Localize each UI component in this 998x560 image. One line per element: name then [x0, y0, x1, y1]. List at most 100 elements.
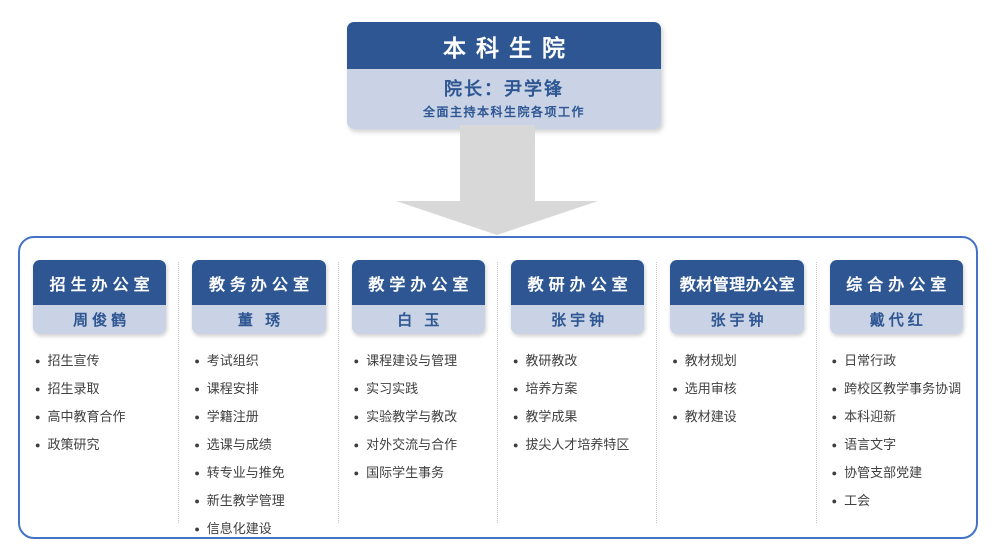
bullet-icon: ● — [512, 384, 519, 394]
duty-label: 学籍注册 — [206, 409, 259, 424]
duty-item: ● 选课与成绩 — [194, 436, 325, 455]
bullet-icon: ● — [353, 468, 360, 478]
bullet-icon: ● — [353, 384, 360, 394]
bullet-icon: ● — [194, 468, 200, 478]
duty-label: 新生教学管理 — [206, 493, 285, 508]
duty-item: ● 拔尖人才培养特区 — [513, 436, 644, 455]
duty-label: 对外交流与合作 — [366, 437, 458, 452]
bullet-icon: ● — [672, 412, 678, 422]
dept-header: 招生办公室 — [33, 260, 167, 305]
bullet-icon: ● — [512, 440, 519, 450]
bullet-icon: ● — [35, 440, 41, 450]
duty-item: ●信息化建设 — [194, 520, 325, 539]
dept-head-name: 白 玉 — [351, 305, 485, 334]
dept-head-name: 张宇钟 — [510, 305, 645, 334]
bullet-icon: ● — [194, 384, 200, 394]
bullet-icon: ● — [194, 524, 200, 534]
duty-item: ● 考试组织 — [194, 352, 325, 371]
dept-head-name: 戴代红 — [829, 305, 963, 334]
duty-item: ●招生宣传 — [35, 352, 166, 371]
bullet-icon: ● — [194, 440, 200, 450]
duty-item: ● 国际学生事务 — [354, 464, 485, 483]
org-title: 本科生院 — [347, 22, 661, 69]
dept-head-name: 周俊鹤 — [33, 305, 167, 334]
duty-item: ● 新生教学管理 — [194, 492, 325, 511]
duty-label: 政策研究 — [47, 437, 100, 452]
duty-label: 招生录取 — [47, 381, 100, 396]
duty-item: ●语言文字 — [832, 436, 963, 455]
dept-column: 教学办公室 白 玉 ●课程建设与管理●实习实践●实验教学与教改●对外交流与合作●… — [339, 238, 499, 537]
dept-card: 综合办公室 戴代红 — [829, 260, 963, 334]
bullet-icon: ● — [353, 356, 360, 366]
duty-label: 选用审核 — [684, 381, 737, 396]
duty-label: 实验教学与教改 — [366, 409, 458, 424]
duty-item: ● 工会 — [832, 492, 963, 511]
bullet-icon: ● — [194, 356, 200, 366]
dept-header: 教务办公室 — [192, 260, 326, 305]
duty-item: ●本科迎新 — [832, 408, 963, 427]
duty-label: 拔尖人才培养特区 — [525, 437, 630, 452]
duty-label: 选课与成绩 — [206, 437, 272, 452]
dept-header: 教材管理办公室 — [670, 260, 804, 305]
dept-column: 教务办公室 董 琇 ●考试组织●课程安排●学籍注册●选课与成绩●转专业与推免●新… — [179, 238, 339, 539]
duty-label: 跨校区教学事务协调 — [844, 381, 962, 396]
dept-header: 综合办公室 — [829, 260, 963, 305]
down-arrow-icon — [396, 125, 598, 235]
duty-item: ● 学籍注册 — [194, 408, 325, 427]
duty-list: ●考试组织●课程安排●学籍注册●选课与成绩●转专业与推免●新生教学管理●信息化建… — [192, 352, 325, 539]
duty-label: 课程安排 — [206, 381, 259, 396]
bullet-icon: ● — [672, 384, 678, 394]
org-title-box: 本科生院 院长：尹学锋 全面主持本科生院各项工作 — [347, 22, 661, 129]
duty-label: 培养方案 — [525, 381, 578, 396]
leader-name: 院长：尹学锋 — [444, 79, 564, 99]
duty-item: ● 选用审核 — [672, 380, 803, 399]
duty-label: 教研教改 — [525, 353, 578, 368]
bullet-icon: ● — [831, 468, 838, 478]
dept-header: 教学办公室 — [351, 260, 485, 305]
duty-label: 协管支部党建 — [844, 465, 923, 480]
duty-item: ● 课程安排 — [194, 380, 325, 399]
duty-item: ●教学成果 — [513, 408, 644, 427]
duty-label: 语言文字 — [844, 437, 897, 452]
bullet-icon: ● — [831, 356, 838, 366]
duty-list: ●日常行政●跨校区教学事务协调●本科迎新●语言文字●协管支部党建●工会 — [830, 352, 963, 511]
bullet-icon: ● — [35, 412, 41, 422]
dept-card: 教研办公室 张宇钟 — [510, 260, 645, 334]
bullet-icon: ● — [353, 412, 360, 422]
bullet-icon: ● — [831, 384, 838, 394]
bullet-icon: ● — [831, 412, 838, 422]
dept-head-name: 张宇钟 — [670, 305, 804, 334]
duty-label: 工会 — [844, 493, 871, 508]
dept-head-name: 董 琇 — [192, 305, 326, 334]
duty-list: ●招生宣传●招生录取●高中教育合作●政策研究 — [33, 352, 166, 455]
duty-label: 日常行政 — [844, 353, 897, 368]
duty-label: 国际学生事务 — [366, 465, 445, 480]
bullet-icon: ● — [35, 384, 41, 394]
bullet-icon: ● — [353, 440, 360, 450]
duty-label: 课程建设与管理 — [366, 353, 458, 368]
duty-label: 考试组织 — [206, 353, 259, 368]
duty-list: ● 教材规划 ● 选用审核 ●教材建设 — [670, 352, 803, 427]
duty-item: ●教材建设 — [672, 408, 803, 427]
dept-card: 教学办公室 白 玉 — [351, 260, 485, 334]
duty-item: ●实习实践 — [354, 380, 485, 399]
duty-item: ●转专业与推免 — [194, 464, 325, 483]
duty-item: ●高中教育合作 — [35, 408, 166, 427]
duty-item: ● 政策研究 — [35, 436, 166, 455]
dept-column: 综合办公室 戴代红 ●日常行政●跨校区教学事务协调●本科迎新●语言文字●协管支部… — [817, 238, 976, 537]
dept-card: 教材管理办公室 张宇钟 — [670, 260, 804, 334]
duty-list: ● 教研教改 ● 培养方案 ●教学成果 ● 拔尖人才培养特区 — [511, 352, 644, 455]
bullet-icon: ● — [194, 412, 200, 422]
bullet-icon: ● — [512, 356, 519, 366]
duty-label: 教材规划 — [684, 353, 737, 368]
bullet-icon: ● — [672, 356, 678, 366]
dept-card: 招生办公室 周俊鹤 — [33, 260, 167, 334]
duty-item: ● 协管支部党建 — [832, 464, 963, 483]
bullet-icon: ● — [831, 496, 838, 506]
duty-list: ●课程建设与管理●实习实践●实验教学与教改●对外交流与合作●国际学生事务 — [352, 352, 485, 483]
bullet-icon: ● — [194, 496, 200, 506]
duty-item: ● 教研教改 — [513, 352, 644, 371]
duty-item: ● 招生录取 — [35, 380, 166, 399]
leader-duty: 全面主持本科生院各项工作 — [422, 105, 585, 119]
